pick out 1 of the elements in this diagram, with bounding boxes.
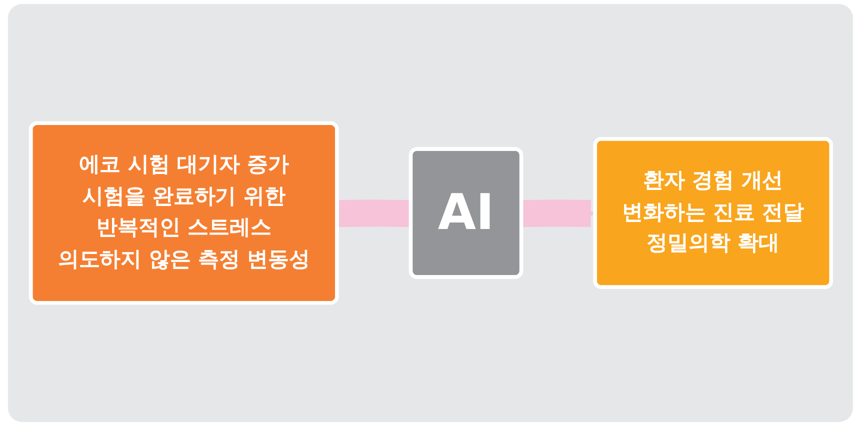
panel-background: 에코 시험 대기자 증가 시험을 완료하기 위한 반복적인 스트레스 의도하지 않은 측정 변동성 AI 환자 경험 개선 변화하는 진료 전달 정밀의학 확대 [8, 4, 853, 422]
